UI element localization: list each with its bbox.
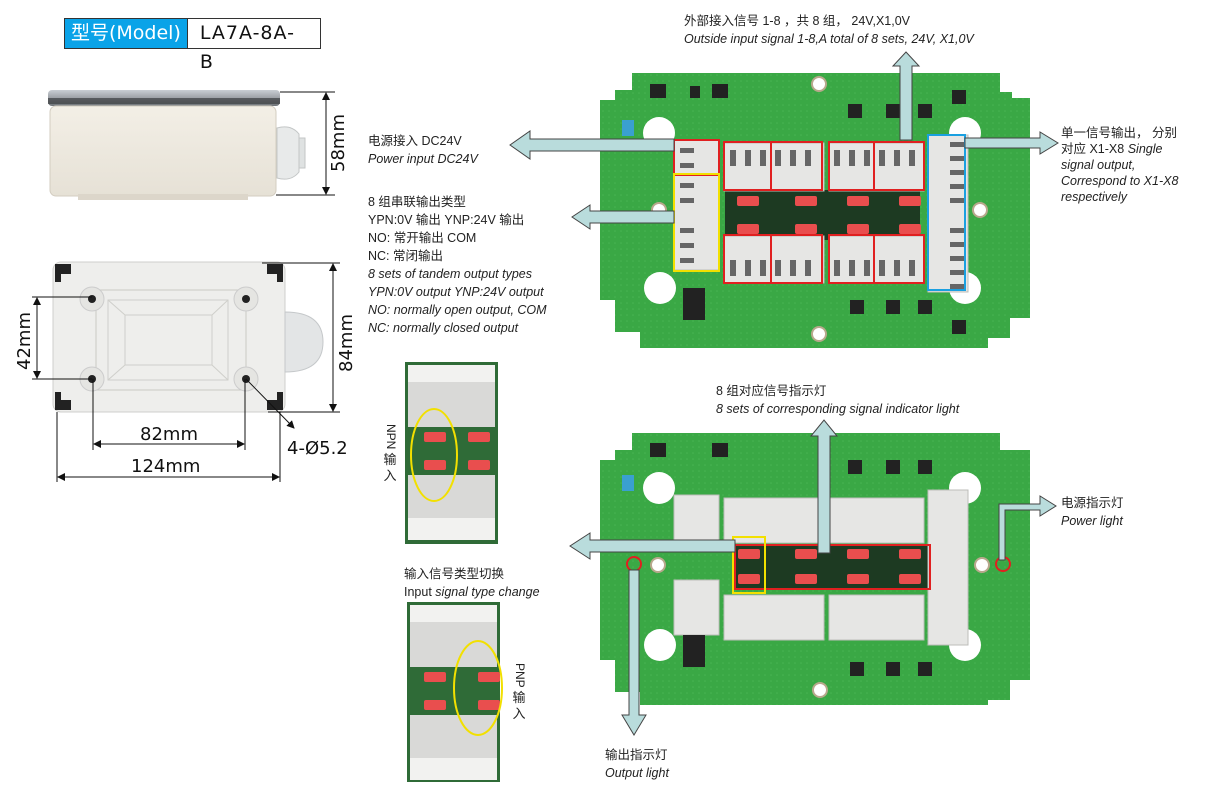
indicator-lights-zh: 8 组对应信号指示灯 (716, 384, 827, 398)
power-light-en: Power light (1061, 514, 1123, 528)
signal-switch-en-plain: Input (404, 585, 432, 599)
single-output-en-4: respectively (1061, 190, 1127, 204)
arrow-tandem-output (571, 204, 675, 230)
enclosure-bottom-view (52, 261, 324, 413)
annotation-single-output: 单一信号输出， 分别 对应 X1-X8 Single signal output… (1061, 125, 1178, 205)
tandem-en-3: NO: normally open output, COM (368, 303, 547, 317)
pnp-label-a: PNP (513, 662, 527, 688)
dim-124mm-label: 124mm (131, 456, 201, 477)
arrow-output-light (621, 569, 647, 736)
annotation-power-input: 电源接入 DC24V Power input DC24V (368, 132, 478, 168)
indicator-lights-en: 8 sets of corresponding signal indicator… (716, 402, 960, 416)
npn-label-a: NPN (384, 424, 398, 450)
arrow-power-light (998, 495, 1057, 561)
pnp-photo (407, 602, 503, 782)
tandem-zh-1: 8 组串联输出类型 (368, 195, 466, 209)
dim-58mm-label: 58mm (328, 114, 349, 172)
single-output-zh-2: 对应 X1-X8 (1061, 142, 1125, 156)
single-output-en-3: Correspond to X1-X8 (1061, 174, 1179, 188)
model-value: LA7A-8A-B (187, 19, 320, 73)
annotation-tandem-output: 8 组串联输出类型 YPN:0V 输出 YNP:24V 输出 NO: 常开输出 … (368, 193, 547, 337)
outside-input-en: Outside input signal 1-8,A total of 8 se… (684, 32, 974, 46)
pnp-input-label: PNP 输 入 (512, 660, 527, 722)
dim-84mm-label: 84mm (336, 314, 357, 372)
signal-switch-zh: 输入信号类型切换 (404, 567, 505, 581)
annotation-power-light: 电源指示灯 Power light (1061, 494, 1124, 530)
arrow-power-input (509, 130, 675, 160)
model-label: 型号(Model) (65, 19, 188, 48)
arrow-single-output (964, 131, 1059, 155)
single-output-en-2: signal output, (1061, 158, 1136, 172)
arrow-outside-input (891, 51, 921, 141)
outside-input-zh: 外部接入信号 1-8 ，共 8 组， 24V,X1,0V (684, 14, 911, 28)
dim-42mm-label: 42mm (14, 312, 35, 370)
single-output-en-1: Single (1127, 142, 1163, 156)
pcb-top (600, 73, 1030, 348)
power-input-zh: 电源接入 DC24V (368, 134, 462, 148)
output-light-zh: 输出指示灯 (605, 748, 668, 762)
dimension-58mm (276, 91, 335, 196)
pnp-label-b: 输 (512, 690, 526, 705)
npn-label-b: 输 (383, 452, 397, 467)
pcb-bottom (600, 433, 1030, 705)
power-input-en: Power input DC24V (368, 152, 478, 166)
dimension-82mm (92, 379, 246, 450)
tandem-zh-4: NC: 常闭输出 (368, 249, 444, 263)
dimension-42mm (32, 296, 92, 380)
power-light-zh: 电源指示灯 (1061, 496, 1124, 510)
npn-photo (405, 362, 498, 544)
annotation-signal-switch: 输入信号类型切换 Input signal type change (404, 565, 540, 601)
single-output-zh-1: 单一信号输出， 分别 (1061, 126, 1177, 140)
model-header: 型号(Model) LA7A-8A-B (64, 18, 321, 73)
tandem-en-4: NC: normally closed output (368, 321, 519, 335)
dim-holes-label: 4-Ø5.2 (287, 438, 348, 459)
npn-label-c: 入 (383, 468, 397, 483)
annotation-outside-input: 外部接入信号 1-8 ，共 8 组， 24V,X1,0V Outside inp… (684, 12, 974, 48)
arrow-indicator-lights (809, 419, 839, 554)
tandem-en-2: YPN:0V output YNP:24V output (368, 285, 544, 299)
arrow-output-side (569, 532, 736, 560)
signal-switch-en-italic: signal type change (435, 585, 540, 599)
annotation-indicator-lights: 8 组对应信号指示灯 8 sets of corresponding signa… (716, 382, 959, 418)
npn-input-label: NPN 输 入 (383, 422, 398, 484)
enclosure-side-view (48, 90, 306, 200)
dimension-hole-leader (245, 378, 295, 429)
dimension-124mm (56, 412, 281, 482)
annotation-output-light: 输出指示灯 Output light (605, 746, 669, 782)
pnp-label-c: 入 (512, 706, 526, 721)
tandem-zh-2: YPN:0V 输出 YNP:24V 输出 (368, 213, 525, 227)
output-light-en: Output light (605, 766, 669, 780)
tandem-zh-3: NO: 常开输出 COM (368, 231, 477, 245)
dim-82mm-label: 82mm (140, 424, 198, 445)
tandem-en-1: 8 sets of tandem output types (368, 267, 532, 281)
